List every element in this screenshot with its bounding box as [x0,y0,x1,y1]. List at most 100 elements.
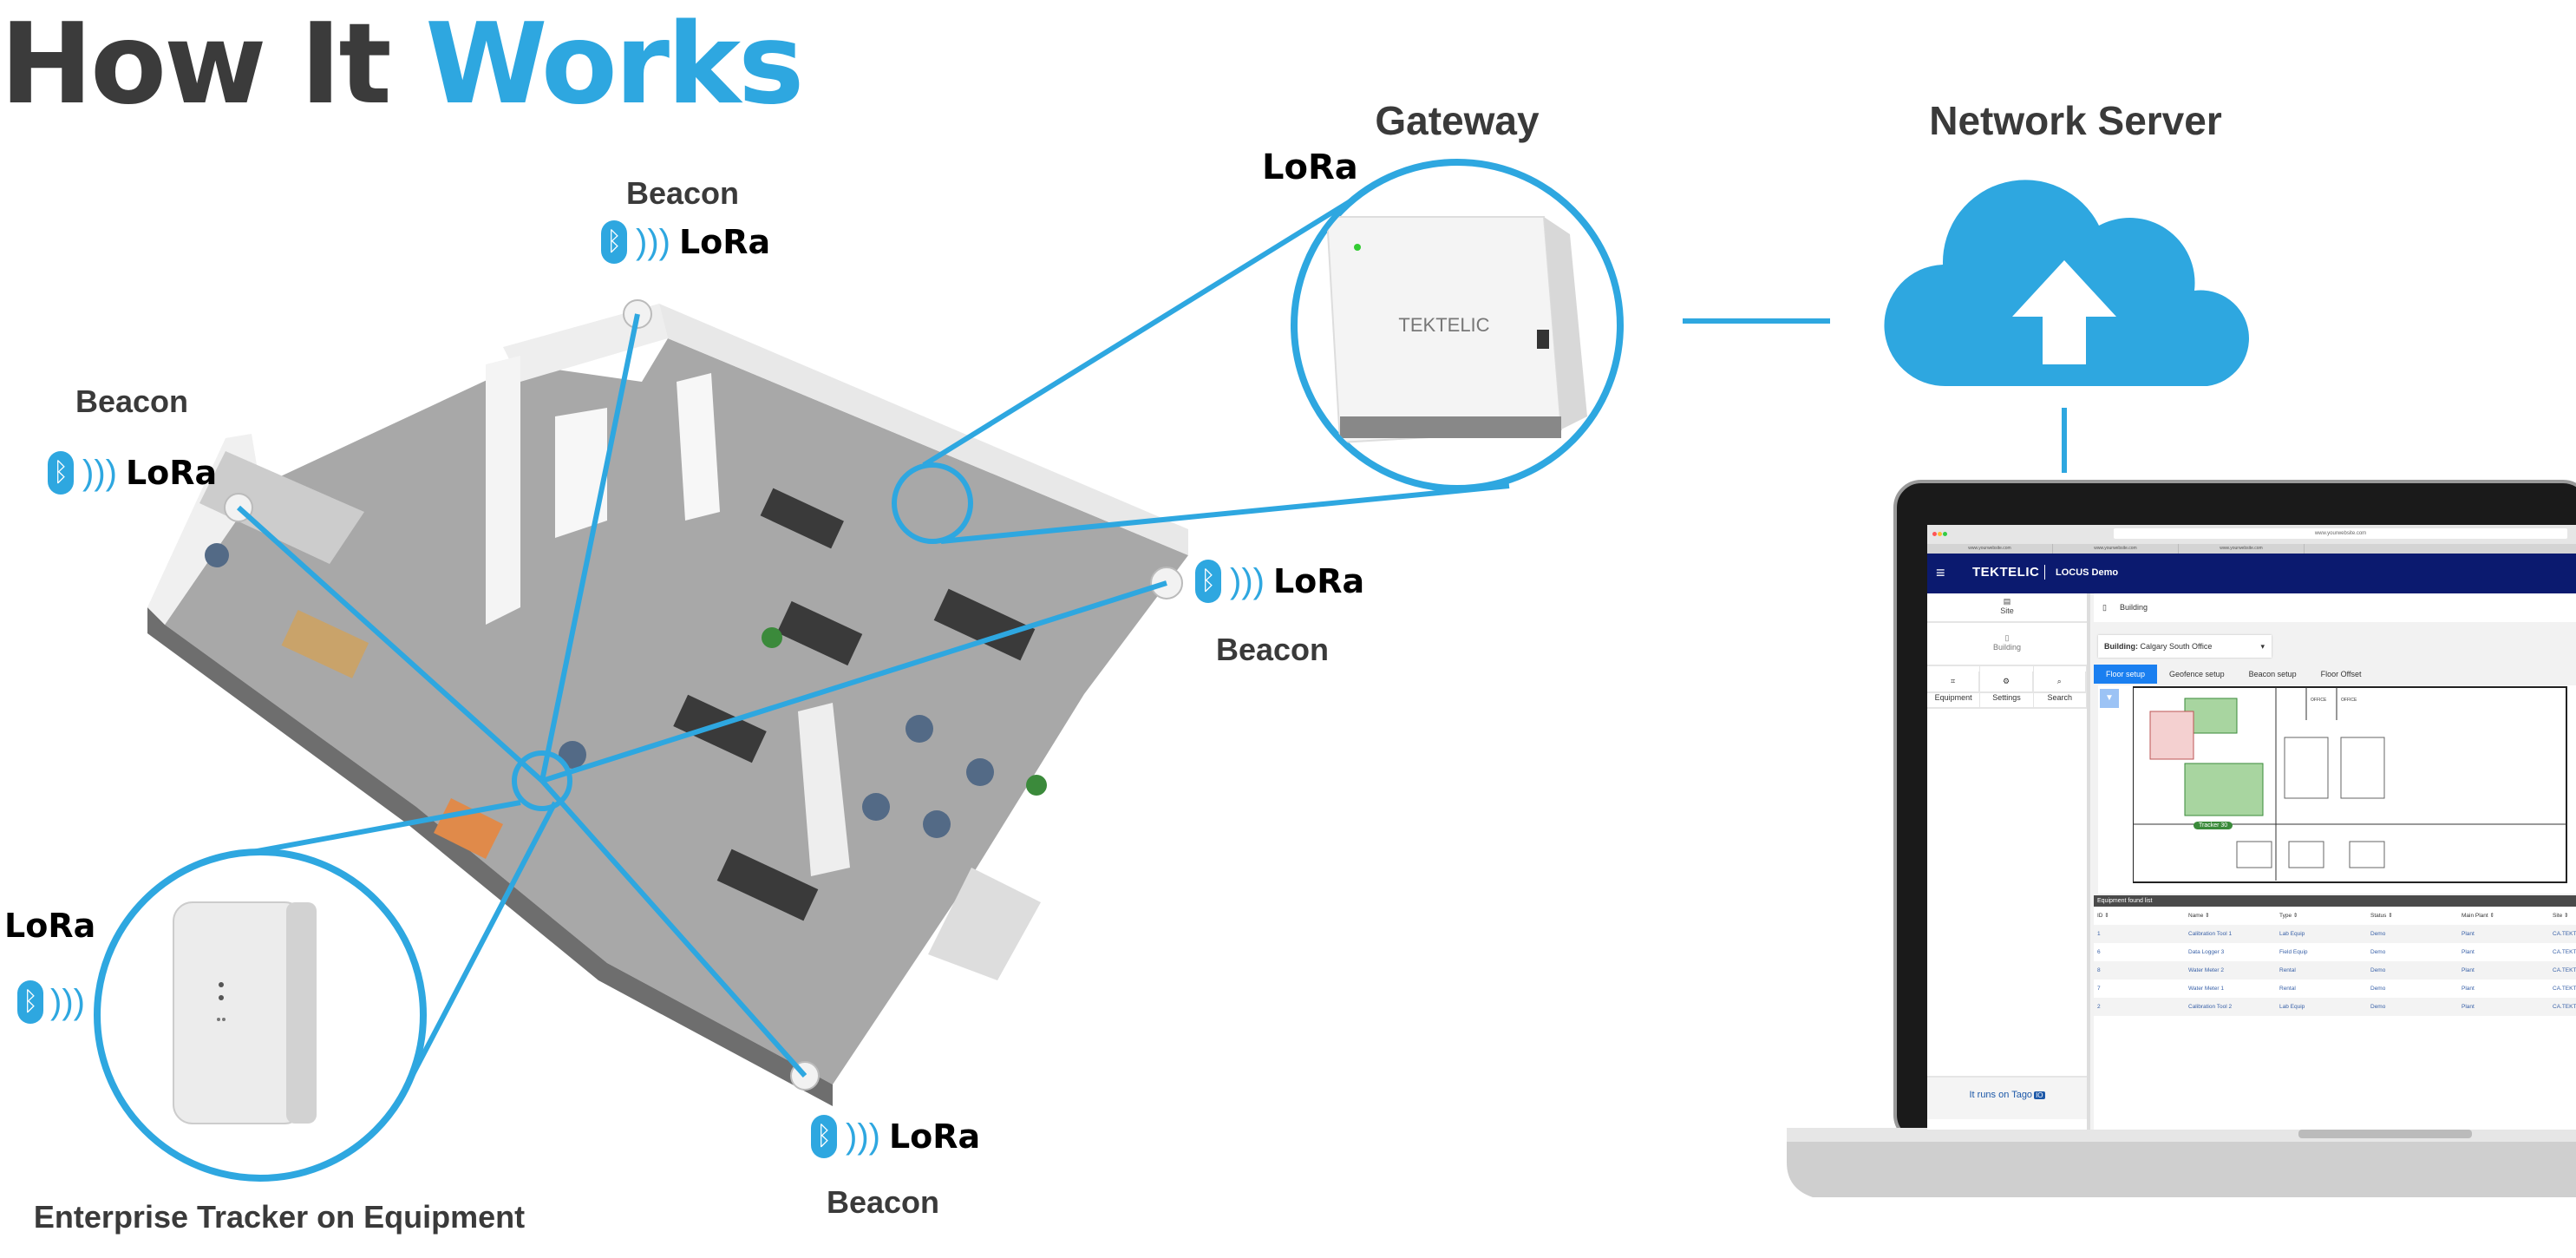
search-icon: ⌕ [2033,672,2086,693]
browser-tabs: www.yourwebsite.com www.yourwebsite.com … [1927,544,2576,554]
lora-icon: LoRa [4,907,96,945]
building-icon: ▯ [2102,603,2107,612]
table-cell: Demo [2370,949,2386,955]
building-select[interactable]: Building: Calgary South Office▾ [2098,635,2272,658]
table-cell: Demo [2370,1004,2386,1010]
gateway-label: Gateway [1375,98,1540,143]
cloud-upload-icon [1884,180,2249,387]
beacon-label: Beacon [75,383,189,419]
table-cell: Lab Equip [2279,931,2305,937]
sidebar-item-building[interactable]: ▯Building [1927,623,2087,666]
tab-beacon-setup[interactable]: Beacon setup [2248,670,2297,678]
beacon-badge: ᛒ ))) LoRa [1195,560,1364,603]
table-cell: Demo [2370,931,2386,937]
equipment-table-title: Equipment found list [2094,895,2576,907]
building-icon: ▯ [2004,633,2010,642]
menu-icon[interactable]: ≡ [1936,564,1945,581]
table-cell: Field Equip [2279,949,2308,955]
table-cell: Demo [2370,967,2386,973]
tab-geofence-setup[interactable]: Geofence setup [2169,670,2225,678]
lora-icon: LoRa [1272,562,1365,600]
floor-plan-map[interactable]: ▼ OFFICE OFFICE Tracker 30 [2098,685,2576,894]
beacon-label: Beacon [826,1184,940,1220]
lora-icon: LoRa [1262,147,1358,187]
gateway-device: TEKTELIC [1291,159,1624,492]
table-cell: Water Meter 1 [2188,986,2224,992]
lora-icon: LoRa [888,1117,981,1156]
table-cell: Plant [2462,931,2475,937]
table-cell: 2 [2097,1004,2101,1010]
filter-icon[interactable]: ▼ [2100,689,2119,708]
table-row[interactable]: 2 Calibration Tool 2 Lab Equip Demo Plant CA.… [2094,998,2576,1016]
signal-waves-icon: ))) [82,453,117,492]
table-cell: 6 [2097,949,2101,955]
app-header: ≡ TEKTELIC LOCUS Demo [1927,554,2576,593]
equipment-icon: ⌗ [1927,672,1980,693]
bluetooth-icon: ᛒ [1195,560,1221,603]
table-cell: CA.TEKT [2553,931,2576,937]
app-title: LOCUS Demo [2056,567,2119,578]
brand-logo: TEKTELIC [1972,565,2046,580]
table-cell: Plant [2462,1004,2475,1010]
floor-plan-drawing [2133,686,2567,883]
table-cell: CA.TEKT [2553,1004,2576,1010]
table-cell: Rental [2279,986,2296,992]
laptop-screen: www.yourwebsite.com www.yourwebsite.com … [1927,525,2576,1130]
table-cell: Plant [2462,986,2475,992]
beacon-badge: ᛒ ))) LoRa [601,220,770,264]
sidebar-item-equipment[interactable]: ⌗Equipment [1927,666,1981,709]
table-cell: CA.TEKT [2553,986,2576,992]
table-cell: Rental [2279,967,2296,973]
breadcrumb: ▯Building [2094,593,2576,622]
gear-icon: ⚙ [1980,672,2033,693]
site-icon: ▤ [2003,597,2011,606]
setup-tabs: Floor setup Geofence setup Beacon setup … [2094,665,2373,684]
chevron-down-icon: ▾ [2260,642,2265,651]
table-row[interactable]: 7 Water Meter 1 Rental Demo Plant CA.TEKT [2094,980,2576,998]
enterprise-tracker-device [94,848,427,1182]
sidebar-item-site[interactable]: ▤Site [1927,593,2087,623]
table-header: ID ⇕Name ⇕Type ⇕Status ⇕Main Plant ⇕Site… [2094,907,2576,925]
table-cell: 8 [2097,967,2101,973]
beacon-label: Beacon [625,175,740,211]
room-label: OFFICE [2341,698,2357,703]
table-cell: 7 [2097,986,2101,992]
table-cell: Plant [2462,949,2475,955]
sidebar: ▤Site ▯Building ⌗Equipment ⚙Settings ⌕Se… [1927,593,2090,1130]
tab-floor-setup[interactable]: Floor setup [2094,665,2158,684]
table-cell: Data Logger 3 [2188,949,2225,955]
url-bar[interactable]: www.yourwebsite.com [2114,528,2567,539]
tracker-label: Enterprise Tracker on Equipment [33,1199,526,1235]
tracker-marker[interactable]: Tracker 30 [2194,822,2233,829]
bluetooth-icon: ᛒ [601,220,627,264]
browser-tab[interactable]: www.yourwebsite.com [1927,544,2053,554]
office-floorplan [147,304,1188,1106]
sidebar-item-search[interactable]: ⌕Search [2033,666,2087,709]
table-cell: Calibration Tool 2 [2188,1004,2233,1010]
browser-tab[interactable]: www.yourwebsite.com [2053,544,2179,554]
table-cell: Plant [2462,967,2475,973]
lora-icon: LoRa [125,454,218,492]
room-label: OFFICE [2311,698,2327,703]
signal-waves-icon: ))) [636,222,670,261]
sidebar-item-settings[interactable]: ⚙Settings [1980,666,2034,709]
signal-waves-icon: ))) [1230,561,1265,600]
browser-tab[interactable]: www.yourwebsite.com [2179,544,2305,554]
bluetooth-icon: ᛒ [48,451,74,495]
bluetooth-icon: ᛒ [811,1115,837,1158]
beacon-badge: ᛒ ))) LoRa [811,1115,980,1158]
tab-floor-offset[interactable]: Floor Offset [2320,670,2362,678]
table-cell: Lab Equip [2279,1004,2305,1010]
signal-waves-icon: ))) [50,982,85,1021]
equipment-table: Equipment found list ID ⇕Name ⇕Type ⇕Sta… [2094,895,2576,1130]
table-cell: Calibration Tool 1 [2188,931,2233,937]
tracker-bluetooth-badge: ᛒ ))) [17,980,85,1024]
beacon-label: Beacon [1215,632,1330,667]
beacon-badge: ᛒ ))) LoRa [48,451,217,495]
table-cell: Water Meter 2 [2188,967,2224,973]
table-cell: Demo [2370,986,2386,992]
